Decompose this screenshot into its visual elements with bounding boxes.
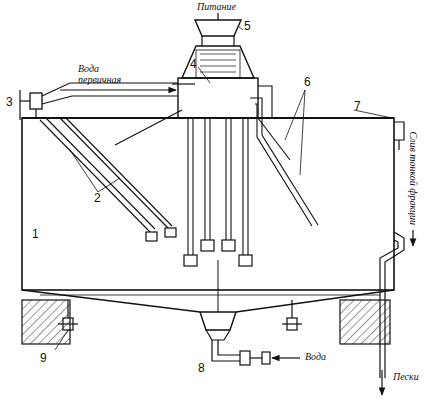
feed-label: Питание [196,2,237,13]
callout-number: 4 [190,58,197,71]
callout-number: 5 [244,20,251,33]
callout-number: 8 [198,362,205,375]
callout-number: 9 [40,352,47,365]
water-primary-label: Вода первичная [78,64,142,85]
water-label: Вода [304,352,327,363]
callout-number: 3 [6,96,13,109]
callout-number: 6 [304,76,311,89]
callout-number: 7 [354,100,361,113]
callout-number: 1 [32,228,39,241]
overflow-label: Слив тонкой фракции [408,131,419,225]
sands-label: Пески [392,372,420,383]
callout-number: 2 [94,192,101,205]
